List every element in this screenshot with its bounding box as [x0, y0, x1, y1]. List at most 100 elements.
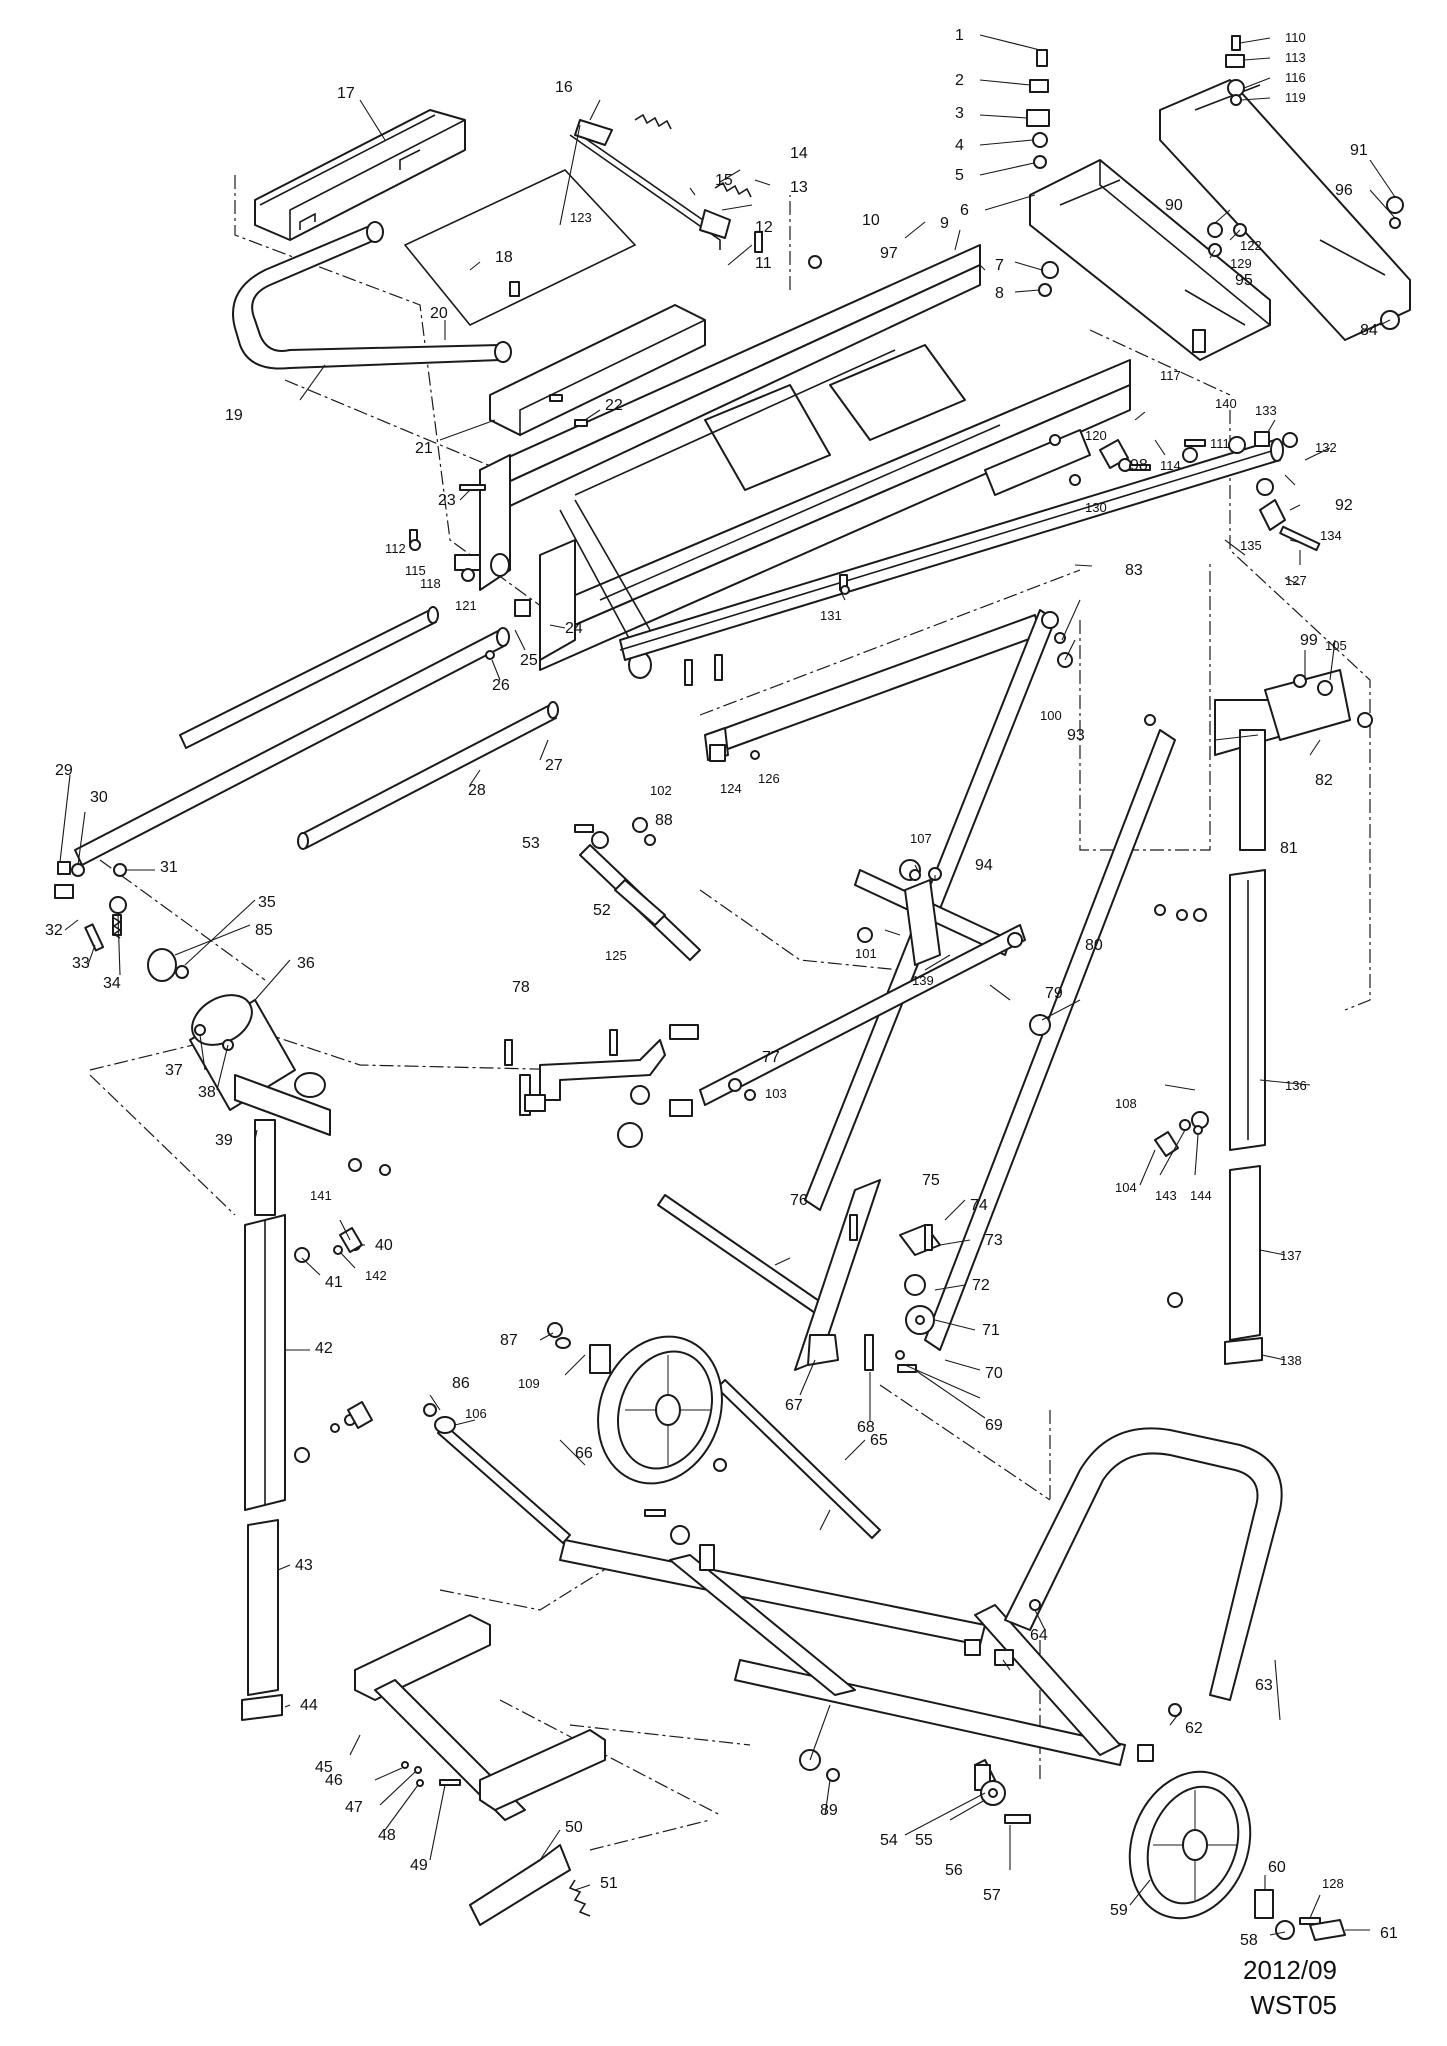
callout-labels: 1 2 3 4 5 6 7 8 9 10 11 12 13 14 15 16 1…: [45, 27, 1398, 1949]
base-frame-45: [354, 1614, 606, 1821]
frame-80: [699, 609, 1176, 1351]
callout-86: 86: [452, 1375, 470, 1392]
callout-59: 59: [1110, 1902, 1128, 1919]
callout-73: 73: [985, 1232, 1003, 1249]
callout-138: 138: [1280, 1353, 1302, 1368]
callout-27: 27: [545, 757, 563, 774]
callout-50: 50: [565, 1819, 583, 1836]
callout-111: 111: [1210, 436, 1230, 451]
callout-28: 28: [468, 782, 486, 799]
callout-2: 2: [955, 72, 964, 89]
callout-43: 43: [295, 1557, 313, 1574]
callout-30: 30: [90, 789, 108, 806]
leader-lines: [59, 34, 1396, 1936]
callout-114: 114: [1160, 458, 1181, 473]
callout-44: 44: [300, 1697, 318, 1714]
callout-51: 51: [600, 1875, 618, 1892]
callout-57: 57: [983, 1887, 1001, 1904]
callout-127: 127: [1285, 573, 1307, 588]
callout-60: 60: [1268, 1859, 1286, 1876]
callout-106: 106: [465, 1406, 487, 1421]
callout-26: 26: [492, 677, 510, 694]
callout-54: 54: [880, 1832, 898, 1849]
callout-22: 22: [605, 397, 623, 414]
bar-76: [657, 1194, 826, 1316]
callout-10: 10: [862, 212, 880, 229]
callout-15: 15: [715, 172, 733, 189]
callout-143: 143: [1155, 1188, 1177, 1203]
callout-71: 71: [982, 1322, 1000, 1339]
roller-36: [189, 994, 296, 1111]
callout-11: 11: [755, 255, 772, 272]
pedal-50: [469, 1844, 571, 1926]
callout-9: 9: [940, 215, 949, 232]
slide-tray-17: [254, 109, 466, 241]
callout-79: 79: [1045, 985, 1063, 1002]
callout-105: 105: [1325, 638, 1347, 653]
callout-118: 118: [420, 576, 441, 591]
lock-bar-16: [569, 113, 752, 250]
callout-123: 123: [570, 210, 592, 225]
callout-14: 14: [790, 145, 808, 162]
handle-63: [1004, 1427, 1283, 1701]
callout-3: 3: [955, 105, 964, 122]
roller-bracket-39: [234, 1072, 331, 1216]
callout-85: 85: [255, 922, 273, 939]
callout-12: 12: [755, 219, 773, 236]
callout-89: 89: [820, 1802, 838, 1819]
callout-4: 4: [955, 137, 964, 154]
callout-141: 141: [310, 1188, 332, 1203]
callout-52: 52: [593, 902, 611, 919]
callout-121: 121: [455, 598, 477, 613]
callout-144: 144: [1190, 1188, 1212, 1203]
assembly-guide-lines: [89, 175, 1371, 1851]
callout-48: 48: [378, 1827, 396, 1844]
callout-66: 66: [575, 1445, 593, 1462]
callout-62: 62: [1185, 1720, 1203, 1737]
callout-41: 41: [325, 1274, 343, 1291]
callout-116: 116: [1285, 70, 1306, 85]
callout-29: 29: [55, 762, 73, 779]
callout-142: 142: [365, 1268, 387, 1283]
callout-109: 109: [518, 1376, 540, 1391]
callout-134: 134: [1320, 528, 1342, 543]
wire-loop-18: [403, 169, 637, 326]
callout-132: 132: [1315, 440, 1337, 455]
callout-122: 122: [1240, 238, 1262, 253]
callout-112: 112: [385, 541, 406, 556]
callout-81: 81: [1280, 840, 1298, 857]
callout-38: 38: [198, 1084, 216, 1101]
callout-96: 96: [1335, 182, 1353, 199]
callout-136: 136: [1285, 1078, 1307, 1093]
callout-101: 101: [855, 946, 877, 961]
callout-21: 21: [415, 440, 433, 457]
callout-88: 88: [655, 812, 673, 829]
callout-139: 139: [912, 973, 934, 988]
extension-bracket-6: [1029, 159, 1271, 361]
callout-25: 25: [520, 652, 538, 669]
callout-130: 130: [1085, 500, 1107, 515]
callout-87: 87: [500, 1332, 518, 1349]
rail-outer-25: [74, 627, 510, 866]
callout-69: 69: [985, 1417, 1003, 1434]
callout-39: 39: [215, 1132, 233, 1149]
callout-67: 67: [785, 1397, 803, 1414]
callout-78: 78: [512, 979, 530, 996]
foot-138: [1224, 1337, 1263, 1365]
callout-13: 13: [790, 179, 808, 196]
callout-83: 83: [1125, 562, 1143, 579]
slide-bracket-21: [489, 304, 706, 437]
callout-104: 104: [1115, 1180, 1137, 1195]
callout-32: 32: [45, 922, 63, 939]
callout-47: 47: [345, 1799, 363, 1816]
callout-19: 19: [225, 407, 243, 424]
callout-98: 98: [1130, 457, 1148, 474]
callout-49: 49: [410, 1857, 428, 1874]
callout-63: 63: [1255, 1677, 1273, 1694]
callout-126: 126: [758, 771, 780, 786]
callout-58: 58: [1240, 1932, 1258, 1949]
leg-136: [1229, 869, 1266, 1151]
callout-40: 40: [375, 1237, 393, 1254]
axle-66: [437, 1424, 571, 1544]
callout-108: 108: [1115, 1096, 1137, 1111]
